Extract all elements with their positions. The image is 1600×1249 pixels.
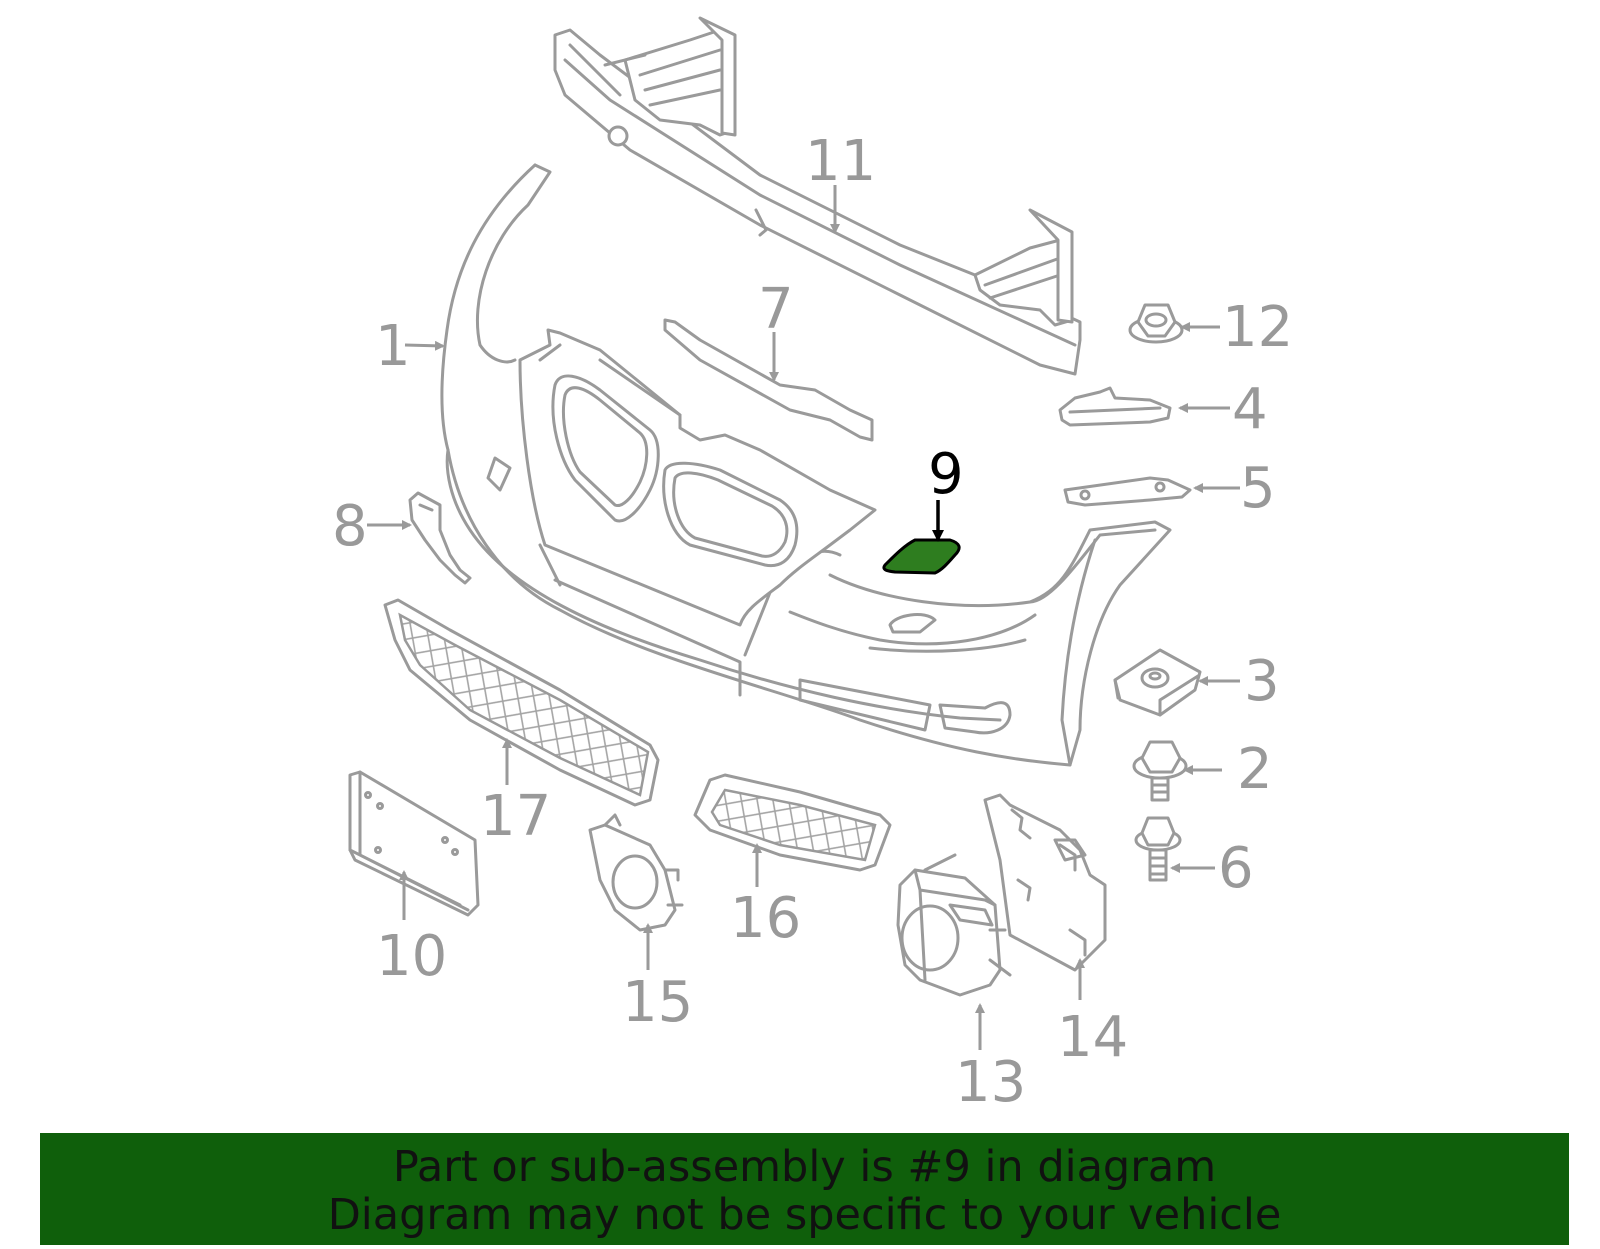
callout-8: 8 — [332, 494, 368, 559]
part-6-bolt — [1134, 816, 1182, 882]
callout-2: 2 — [1237, 737, 1273, 802]
part-2-bolt — [1132, 740, 1188, 802]
callout-6: 6 — [1218, 836, 1254, 901]
part-3-clip-nut — [1113, 648, 1202, 717]
part-10-license-plate-bracket — [348, 770, 480, 917]
part-11-bumper-carrier — [553, 16, 1082, 376]
banner-line-disclaimer: Diagram may not be specific to your vehi… — [327, 1190, 1282, 1240]
part-5-bracket — [1063, 476, 1192, 507]
callout-15: 15 — [622, 970, 693, 1035]
callout-10: 10 — [376, 924, 447, 989]
part-16-side-grille — [693, 773, 892, 872]
callout-4: 4 — [1232, 377, 1268, 442]
part-8-bracket — [408, 491, 472, 585]
part-9-tow-hook-cover — [882, 538, 961, 575]
part-7-trim-strip — [663, 318, 874, 442]
part-15-fog-light-cover — [588, 813, 684, 932]
callout-1: 1 — [375, 314, 411, 379]
part-17-lower-grille — [383, 598, 660, 807]
callout-17: 17 — [480, 784, 551, 849]
kidney-grille — [518, 328, 877, 627]
info-banner: Part or sub-assembly is #9 in diagram Di… — [40, 1133, 1569, 1245]
callout-14: 14 — [1057, 1005, 1128, 1070]
part-1-bumper-cover — [440, 163, 1172, 767]
callout-13: 13 — [955, 1050, 1026, 1115]
callout-11: 11 — [805, 129, 876, 194]
banner-line-part-number: Part or sub-assembly is #9 in diagram — [392, 1142, 1217, 1192]
callout-16: 16 — [730, 886, 801, 951]
callout-labels: 1 2 3 4 5 6 7 8 9 10 11 12 13 14 15 16 1… — [332, 129, 1293, 1115]
part-9-shape — [882, 538, 961, 575]
leader-lines — [367, 185, 1240, 1050]
callout-5: 5 — [1240, 456, 1276, 521]
part-14-mounting-bracket — [983, 793, 1107, 972]
callout-3: 3 — [1244, 649, 1280, 714]
callout-9-highlighted: 9 — [928, 442, 964, 507]
part-13-fog-lamp — [896, 853, 1012, 997]
callout-7: 7 — [758, 277, 794, 342]
callout-12: 12 — [1222, 295, 1293, 360]
part-12-nut — [1128, 303, 1184, 344]
part-4-bracket — [1058, 386, 1172, 427]
